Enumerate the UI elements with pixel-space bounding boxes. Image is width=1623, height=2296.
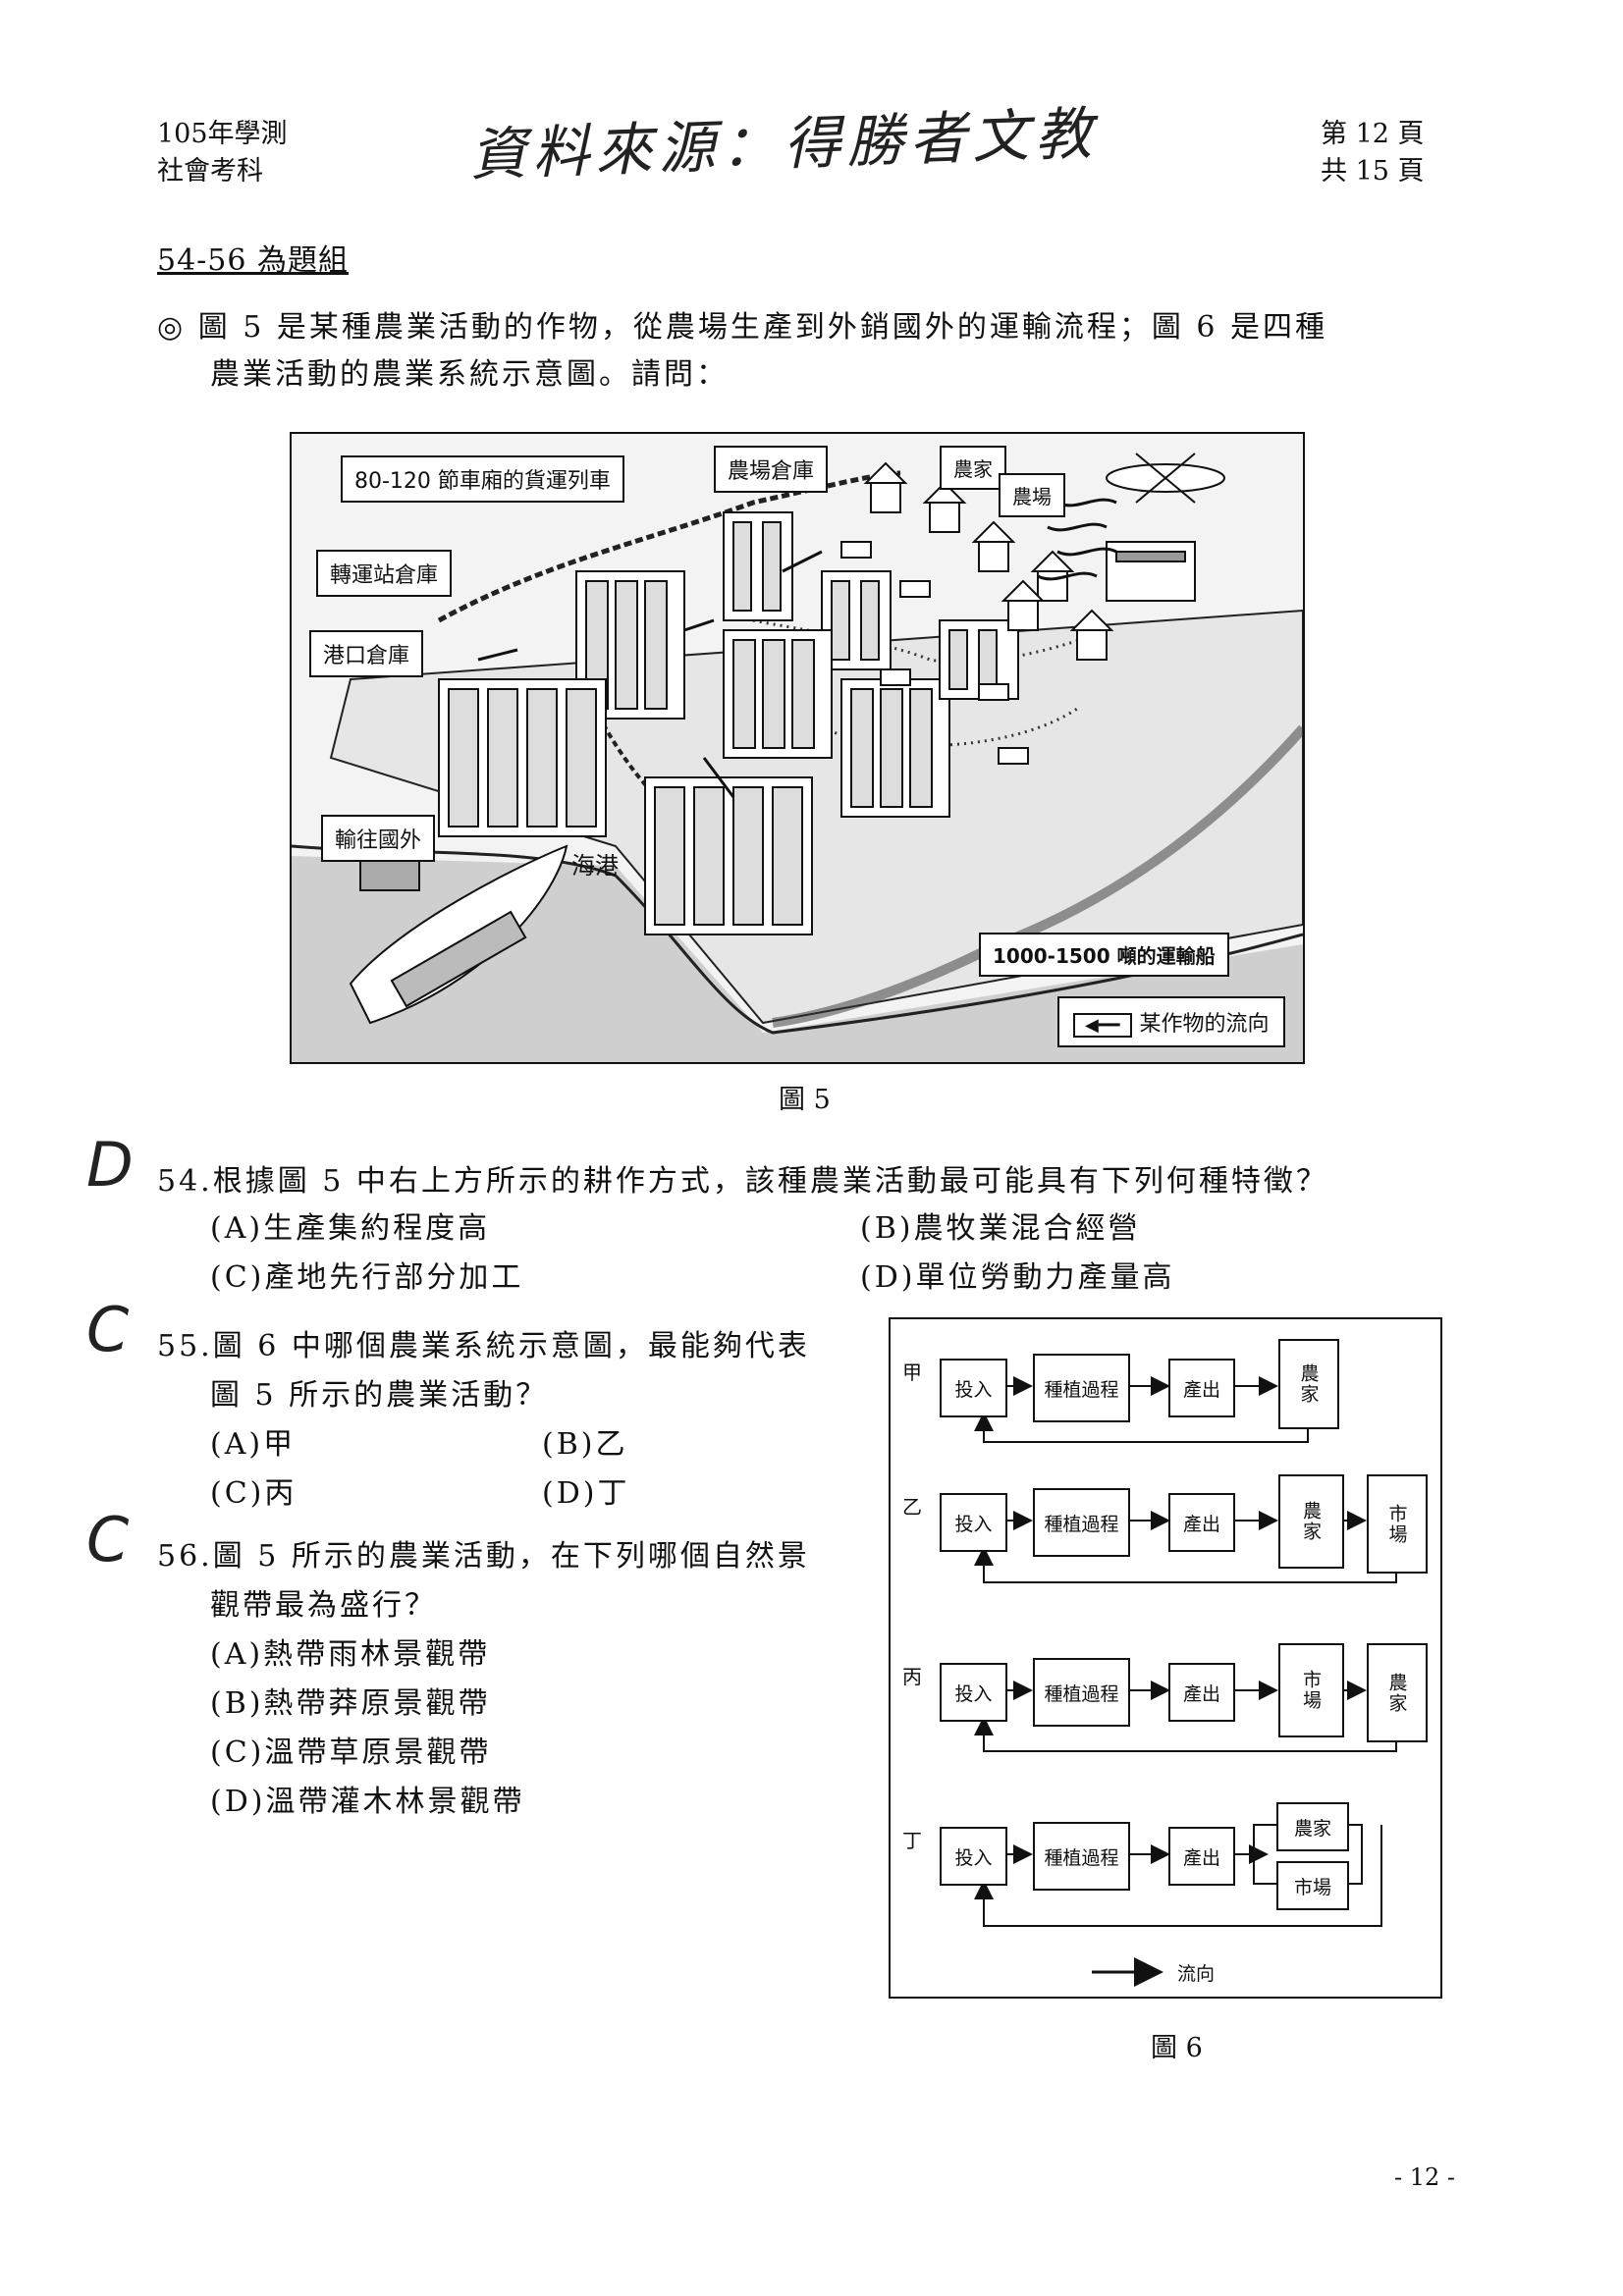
question-55-option-b: (B)乙 [542, 1427, 628, 1462]
question-56-option-a: (A)熱帶雨林景觀帶 [210, 1637, 491, 1672]
handwritten-source-note: 資料來源：得勝者文教 [468, 99, 1100, 189]
intro-line-2: 農業活動的農業系統示意圖。請問： [210, 357, 729, 392]
ding-output-box: 產出 [1168, 1827, 1235, 1886]
label-port-warehouse: 港口倉庫 [309, 630, 424, 677]
jia-planting-box: 種植過程 [1033, 1354, 1130, 1422]
label-freight-train: 80-120 節車廂的貨運列車 [341, 455, 624, 503]
bing-market-box: 市場 [1278, 1643, 1344, 1737]
bing-input-box: 投入 [940, 1663, 1007, 1722]
question-56-option-b: (B)熱帶莽原景觀帶 [210, 1686, 491, 1721]
figure-5-caption: 圖 5 [779, 1085, 831, 1115]
question-55-option-d: (D)丁 [542, 1476, 630, 1511]
row-tag-yi: 乙 [902, 1495, 922, 1519]
ding-farmer-box: 農家 [1276, 1802, 1349, 1851]
yi-output-box: 產出 [1168, 1493, 1235, 1552]
question-55-text-line-2: 圖 5 所示的農業活動？ [210, 1378, 549, 1413]
question-54-option-c: (C)產地先行部分加工 [210, 1260, 524, 1295]
figure-6: 甲 投入 種植過程 產出 農家 乙 投入 種植過程 產出 農家 市場 丙 投入 … [889, 1317, 1442, 1999]
yi-farmer-box: 農家 [1278, 1474, 1344, 1569]
question-56-option-c: (C)溫帶草原景觀帶 [210, 1735, 492, 1770]
jia-output-box: 產出 [1168, 1359, 1235, 1417]
jia-farmer-box: 農家 [1278, 1339, 1339, 1429]
figure-6-legend-flow: 流向 [1177, 1963, 1216, 1985]
label-farm: 農場 [999, 473, 1065, 517]
yi-planting-box: 種植過程 [1033, 1488, 1130, 1557]
intro-line-1: ◎ 圖 5 是某種農業活動的作物，從農場生產到外銷國外的運輸流程；圖 6 是四種 [157, 310, 1328, 345]
label-harbor: 海港 [571, 852, 619, 880]
bing-farmer-box: 農家 [1367, 1643, 1428, 1742]
label-transport-ship: 1000-1500 噸的運輸船 [979, 933, 1229, 977]
label-transfer-warehouse: 轉運站倉庫 [316, 550, 453, 597]
bing-planting-box: 種植過程 [1033, 1658, 1130, 1727]
figure-6-arrows [974, 1376, 1397, 1987]
figure-6-caption: 圖 6 [1151, 2033, 1203, 2063]
left-arrow-icon: ◀━━ [1073, 1013, 1132, 1038]
label-farm-warehouse: 農場倉庫 [714, 446, 829, 493]
question-56-text-line-2: 觀帶最為盛行？ [210, 1588, 437, 1623]
label-export: 輸往國外 [321, 815, 436, 862]
row-tag-jia: 甲 [902, 1361, 922, 1384]
question-56-option-d: (D)溫帶灌木林景觀帶 [210, 1785, 525, 1819]
jia-input-box: 投入 [940, 1359, 1007, 1417]
question-55-text-line-1: 55.圖 6 中哪個農業系統示意圖，最能夠代表 [157, 1329, 810, 1363]
answer-mark-56: C [86, 1504, 130, 1575]
bing-output-box: 產出 [1168, 1663, 1235, 1722]
group-title: 54-56 為題組 [157, 243, 350, 278]
yi-input-box: 投入 [940, 1493, 1007, 1552]
answer-mark-55: C [86, 1294, 130, 1365]
ding-input-box: 投入 [940, 1827, 1007, 1886]
question-54-text: 54.根據圖 5 中右上方所示的耕作方式，該種農業活動最可能具有下列何種特徵？ [157, 1164, 1328, 1199]
question-55-option-c: (C)丙 [210, 1476, 298, 1511]
exam-title: 105年學測 社會考科 [157, 119, 288, 187]
ding-planting-box: 種植過程 [1033, 1822, 1130, 1891]
page-indicator: 第 12 頁 共 15 頁 [1321, 119, 1425, 187]
legend-crop-flow: ◀━━某作物的流向 [1057, 996, 1285, 1047]
figure-5-illustration [292, 453, 1303, 1062]
yi-market-box: 市場 [1367, 1474, 1428, 1574]
row-tag-bing: 丙 [902, 1665, 922, 1688]
label-farmer: 農家 [940, 446, 1006, 490]
question-55-option-a: (A)甲 [210, 1427, 297, 1462]
row-tag-ding: 丁 [902, 1829, 922, 1852]
question-56-text-line-1: 56.圖 5 所示的農業活動，在下列哪個自然景 [157, 1539, 810, 1574]
question-54-option-b: (B)農牧業混合經營 [860, 1211, 1141, 1246]
answer-mark-54: D [86, 1129, 134, 1201]
ding-market-box: 市場 [1276, 1861, 1349, 1910]
question-54-option-a: (A)生產集約程度高 [210, 1211, 491, 1246]
page-number: - 12 - [1394, 2163, 1456, 2191]
figure-5: 80-120 節車廂的貨運列車 農場倉庫 農家 農場 轉運站倉庫 港口倉庫 輸往… [290, 432, 1305, 1064]
question-54-option-d: (D)單位勞動力產量高 [860, 1260, 1175, 1295]
